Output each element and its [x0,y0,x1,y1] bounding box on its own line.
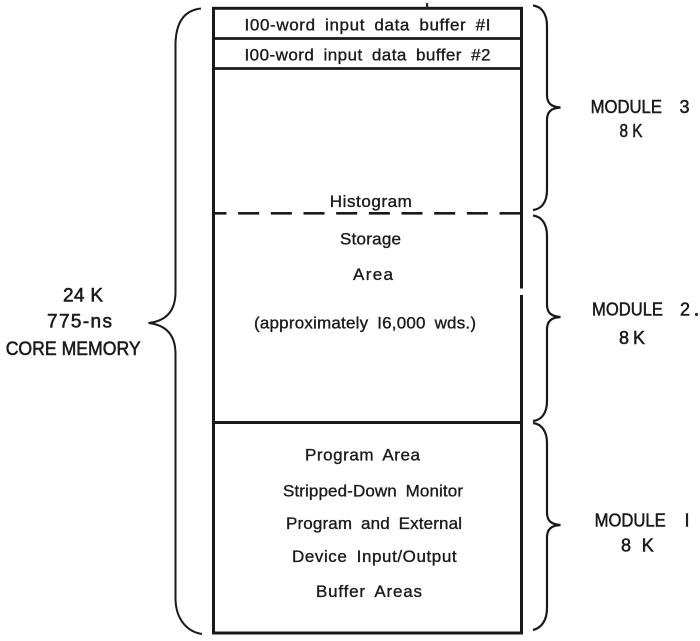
svg-text:775-ns: 775-ns [47,312,112,333]
svg-text:I00-word input data buffer #I: I00-word input data buffer #I [245,15,491,34]
svg-text:Program and External: Program and External [286,514,462,533]
svg-text:Buffer Areas: Buffer Areas [316,582,422,601]
svg-text:(approximately I6,000 wds.): (approximately I6,000 wds.) [254,314,476,333]
svg-text:Program Area: Program Area [305,445,421,464]
svg-text:Histogram: Histogram [330,192,412,211]
svg-text:Device Input/Output: Device Input/Output [292,547,457,566]
svg-text:MODULE: MODULE [592,299,663,319]
svg-text:8 K: 8 K [620,121,643,141]
svg-text:I00-word input data buffer #2: I00-word input data buffer #2 [245,45,491,64]
svg-text:I: I [684,511,689,531]
svg-text:24 K: 24 K [63,285,103,306]
svg-text:2: 2 [680,299,690,319]
svg-text:CORE MEMORY: CORE MEMORY [6,339,141,360]
svg-text:3: 3 [679,97,689,117]
svg-text:Area: Area [353,265,394,284]
svg-text:MODULE: MODULE [595,511,666,531]
svg-text:MODULE: MODULE [591,97,662,117]
svg-text:Stripped-Down Monitor: Stripped-Down Monitor [283,482,463,501]
svg-text:8 K: 8 K [619,328,645,348]
svg-text:Storage: Storage [340,230,401,249]
svg-text:8 K: 8 K [621,536,654,556]
